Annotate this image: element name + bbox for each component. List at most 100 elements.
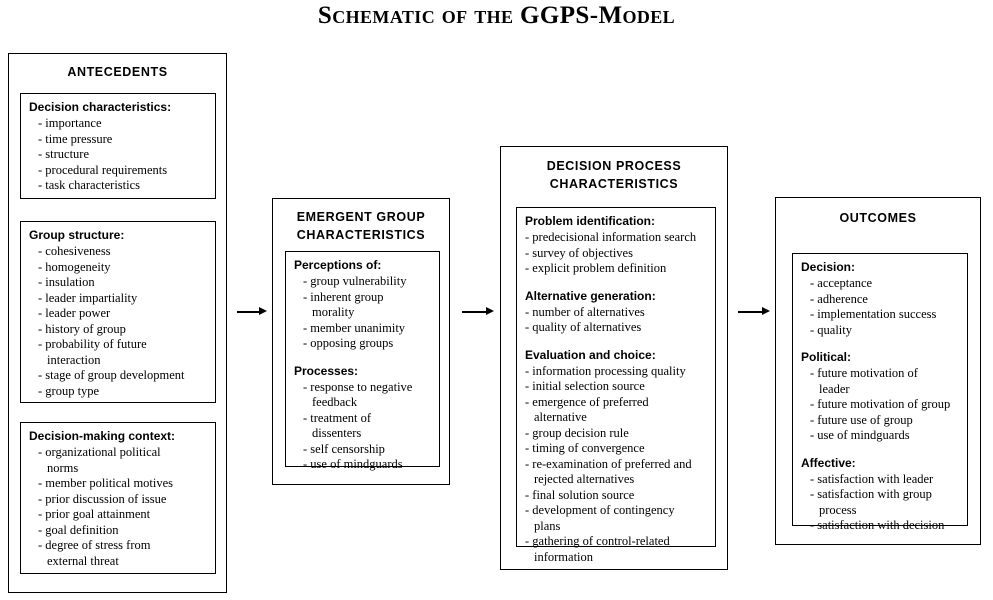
- panel-emergent-heading: EMERGENT GROUP CHARACTERISTICS: [296, 210, 426, 242]
- panel-process-heading: DECISION PROCESS CHARACTERISTICS: [546, 159, 682, 191]
- list-item: - final solution source: [525, 487, 635, 502]
- diagram-title: Schematic of the GGPS-Model: [317, 2, 676, 29]
- list-item: - initial selection source: [525, 379, 645, 393]
- list-item: - self censorship: [303, 441, 385, 456]
- list-item: - group vulnerability: [303, 274, 407, 288]
- arrow-right-icon-process-to-outcomes: [738, 305, 772, 319]
- list-item: - satisfaction with leader: [810, 471, 934, 486]
- list-item-continuation: information: [534, 549, 594, 564]
- list-item: - leader impartiality: [38, 290, 138, 305]
- list-item: - timing of convergence: [525, 441, 645, 455]
- list-item: - task characteristics: [38, 178, 141, 192]
- list-item: - opposing groups: [303, 336, 394, 350]
- item-list: - number of alternatives- quality of alt…: [525, 305, 709, 336]
- list-item-continuation: plans: [534, 518, 561, 533]
- arrow-shaft: [237, 311, 261, 313]
- list-item: - homogeneity: [38, 259, 111, 274]
- list-item: - goal definition: [38, 522, 119, 537]
- panel-antecedents-heading: ANTECEDENTS: [67, 65, 168, 79]
- list-item-continuation: leader: [819, 381, 850, 396]
- list-item: - importance: [38, 116, 102, 130]
- subbox-heading: Processes:: [294, 363, 359, 378]
- list-item: - explicit problem definition: [525, 261, 667, 275]
- item-list: - predecisional information search- surv…: [525, 230, 709, 277]
- list-item: - time pressure: [38, 131, 113, 146]
- list-item: - group type: [38, 383, 100, 398]
- item-list: - satisfaction with leader- satisfaction…: [801, 472, 961, 534]
- panel-outcomes: OUTCOMES Decision: - acceptance- adheren…: [775, 197, 981, 545]
- list-item-continuation: interaction: [47, 352, 101, 367]
- list-item-continuation: alternative: [534, 410, 587, 424]
- list-item: - survey of objectives: [525, 245, 633, 260]
- list-item: - predecisional information search: [525, 230, 697, 244]
- item-list: - information processing quality- initia…: [525, 364, 709, 566]
- arrow-head: [259, 307, 267, 315]
- list-item: - cohesiveness: [38, 244, 111, 258]
- list-item: - number of alternatives: [525, 304, 645, 319]
- subbox-process-content: Problem identification: - predecisional …: [516, 207, 716, 564]
- list-item: - satisfaction with decision: [810, 518, 945, 532]
- subbox-emergent-content: Perceptions of: - group vulnerability - i…: [285, 251, 440, 471]
- list-item: - future use of group: [810, 412, 913, 427]
- subbox-heading: Political:: [801, 350, 852, 364]
- list-item: - group decision rule: [525, 425, 629, 440]
- list-item: - adherence: [810, 291, 868, 306]
- subbox-outcomes-content: Decision: - acceptance- adherence- imple…: [792, 253, 968, 532]
- subbox-heading: Decision:: [801, 260, 856, 274]
- subbox-heading: Perceptions of:: [294, 258, 382, 272]
- list-item-continuation: feedback: [312, 395, 358, 409]
- list-item: - acceptance: [810, 276, 873, 290]
- subbox-heading: Alternative generation:: [525, 288, 656, 303]
- list-item-continuation: process: [819, 502, 857, 517]
- subbox-heading: Evaluation and choice:: [525, 347, 656, 362]
- list-item: - implementation success: [810, 307, 937, 321]
- list-item: - structure: [38, 147, 90, 161]
- item-list: - importance- time pressure- structure- …: [29, 116, 209, 194]
- arrow-head: [486, 307, 494, 315]
- subbox-heading: Decision-making context:: [29, 429, 176, 443]
- list-item: - information processing quality: [525, 363, 686, 378]
- subbox-heading: Affective:: [801, 455, 856, 470]
- list-item: - future motivation of group: [810, 397, 951, 411]
- arrow-right-icon-antecedents-to-emergent: [237, 305, 269, 319]
- list-item: - procedural requirements: [38, 162, 168, 177]
- subbox-group-structure: Group structure: - cohesiveness- homogen…: [20, 221, 216, 403]
- arrow-shaft: [738, 311, 764, 313]
- list-item: - use of mindguards: [303, 457, 403, 471]
- list-item-continuation: rejected alternatives: [534, 472, 635, 486]
- list-item: - member unanimity: [303, 320, 406, 335]
- subbox-decision-characteristics: Decision characteristics: - importance- …: [20, 93, 216, 199]
- panel-emergent-group-characteristics: EMERGENT GROUP CHARACTERISTICS Perceptio…: [272, 198, 450, 485]
- subbox-heading: Group structure:: [29, 228, 125, 242]
- item-list: - acceptance- adherence- implementation …: [801, 276, 961, 338]
- list-item: - quality: [810, 322, 853, 337]
- item-list: - cohesiveness- homogeneity- insulation-…: [29, 244, 209, 399]
- list-item-continuation: norms: [47, 460, 79, 475]
- list-item-continuation: external threat: [47, 553, 119, 568]
- arrow-shaft: [462, 311, 488, 313]
- list-item: - insulation: [38, 275, 95, 289]
- list-item-continuation: morality: [312, 305, 355, 319]
- panel-outcomes-heading: OUTCOMES: [839, 211, 917, 225]
- list-item: - history of group: [38, 321, 126, 336]
- panel-decision-process-characteristics: DECISION PROCESS CHARACTERISTICS Problem…: [500, 146, 728, 570]
- list-item: - prior discussion of issue: [38, 491, 167, 506]
- list-item-continuation: dissenters: [312, 426, 362, 440]
- arrow-head: [762, 307, 770, 315]
- list-item: - stage of group development: [38, 368, 185, 382]
- subbox-heading: Problem identification:: [525, 214, 656, 228]
- panel-antecedents: ANTECEDENTS Decision characteristics: - …: [8, 53, 227, 593]
